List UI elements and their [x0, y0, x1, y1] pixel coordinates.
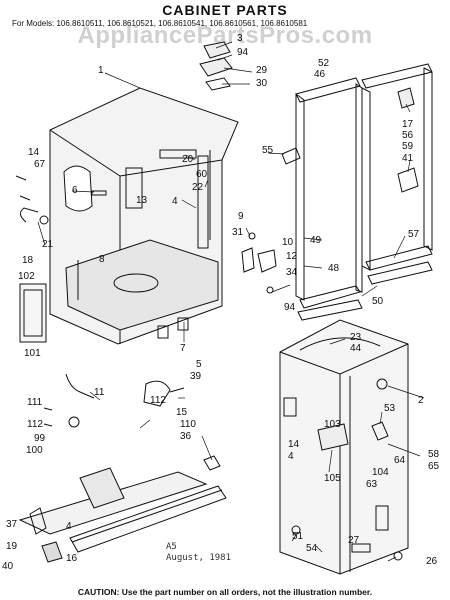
left-hardware — [15, 175, 95, 428]
callout-60: 60 — [196, 169, 208, 180]
callout-112-mid: 112 — [150, 395, 166, 406]
callout-105: 105 — [324, 473, 341, 484]
callout-4-lower: 4 — [66, 521, 72, 532]
callout-55: 55 — [262, 145, 274, 156]
callout-50: 50 — [372, 296, 384, 307]
door-gaskets — [295, 63, 433, 321]
callout-39: 39 — [190, 371, 202, 382]
callout-44: 44 — [350, 343, 362, 354]
callout-64: 64 — [394, 455, 406, 466]
callout-14-upper: 14 — [28, 147, 40, 158]
callout-110: 110 — [180, 419, 196, 430]
callout-36: 36 — [180, 431, 192, 442]
callout-30: 30 — [256, 78, 268, 89]
callout-63: 63 — [366, 479, 378, 490]
callout-51: 51 — [292, 531, 304, 542]
revision-code: A5 — [166, 542, 177, 552]
callout-7: 7 — [180, 343, 186, 354]
callout-111: 111 — [27, 397, 43, 408]
base-assembly — [18, 380, 227, 563]
callout-56: 56 — [402, 130, 414, 141]
callout-112-left: 112 — [27, 419, 43, 430]
top-hinge-assembly — [199, 41, 301, 294]
callout-65: 65 — [428, 461, 440, 472]
callout-3: 3 — [237, 33, 243, 44]
callout-8: 8 — [99, 254, 105, 265]
callout-16: 16 — [66, 553, 78, 564]
callout-57: 57 — [408, 229, 420, 240]
callout-1: 1 — [98, 65, 104, 76]
callout-11: 11 — [94, 387, 105, 398]
revision-stamp: A5 August, 1981 — [166, 542, 231, 564]
callout-49: 49 — [310, 235, 322, 246]
callout-99: 99 — [34, 433, 46, 444]
callout-100: 100 — [26, 445, 43, 456]
callout-31: 31 — [232, 227, 244, 238]
callout-2: 2 — [418, 395, 424, 406]
callout-19: 19 — [6, 541, 18, 552]
lower-cabinet — [279, 319, 409, 575]
callout-34: 34 — [286, 267, 298, 278]
revision-date: August, 1981 — [166, 553, 232, 563]
callout-18: 18 — [22, 255, 34, 266]
upper-cabinet — [49, 87, 239, 345]
callout-17: 17 — [402, 119, 414, 130]
model-list: For Models: 106.8610511, 106.8610521, 10… — [12, 19, 308, 28]
callout-22: 22 — [192, 182, 204, 193]
callout-58: 58 — [428, 449, 440, 460]
callout-4-upper: 4 — [172, 196, 178, 207]
callout-94-top: 94 — [237, 47, 249, 58]
callout-103: 103 — [324, 419, 341, 430]
callout-4-right: 4 — [288, 451, 294, 462]
callout-53: 53 — [384, 403, 396, 414]
callout-59: 59 — [402, 141, 414, 152]
callout-48: 48 — [328, 263, 340, 274]
callout-5: 5 — [196, 359, 202, 370]
callout-67: 67 — [34, 159, 46, 170]
callout-104: 104 — [372, 467, 389, 478]
callout-15: 15 — [176, 407, 188, 418]
callout-94-mid: 94 — [284, 302, 296, 313]
leader-lines — [37, 41, 425, 562]
caution-note: CAUTION: Use the part number on all orde… — [77, 587, 373, 597]
callout-54: 54 — [306, 543, 318, 554]
callout-26: 26 — [426, 556, 438, 567]
callout-102: 102 — [18, 271, 35, 282]
callout-52: 52 — [318, 58, 330, 69]
callout-10: 10 — [282, 237, 294, 248]
callout-37: 37 — [6, 519, 18, 530]
callout-9: 9 — [238, 211, 244, 222]
callout-41: 41 — [402, 153, 414, 164]
callout-14-lower: 14 — [288, 439, 300, 450]
callout-21: 21 — [42, 239, 54, 250]
diagram-title: CABINET PARTS — [162, 2, 288, 18]
callout-46: 46 — [314, 69, 326, 80]
callout-20: 20 — [182, 154, 194, 165]
callout-40: 40 — [2, 561, 14, 572]
callout-13: 13 — [136, 195, 148, 206]
callout-101: 101 — [24, 348, 41, 359]
callout-27: 27 — [348, 535, 360, 546]
callout-12: 12 — [286, 251, 298, 262]
callout-6: 6 — [72, 185, 78, 196]
callout-23: 23 — [350, 332, 362, 343]
callout-29: 29 — [256, 65, 268, 76]
